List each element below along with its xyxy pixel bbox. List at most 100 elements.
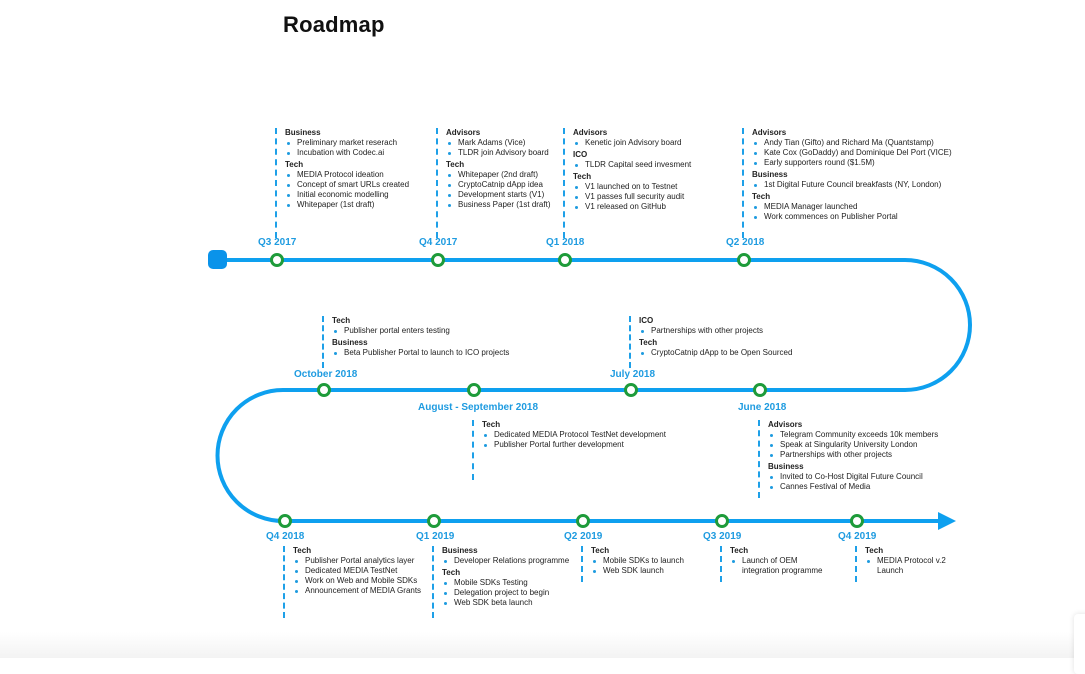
dashed-connector: [563, 128, 565, 238]
list-item: Mobile SDKs Testing: [442, 578, 569, 588]
section-heading: ICO: [573, 150, 588, 159]
dashed-connector: [275, 128, 277, 238]
milestone-label: August - September 2018: [418, 402, 539, 413]
roadmap-track: [208, 250, 972, 530]
section-heading: Tech: [332, 316, 351, 325]
bottom-band: [0, 632, 1085, 658]
milestone-node: [576, 514, 590, 528]
list-item: Developer Relations programme: [442, 556, 569, 566]
section-list: MEDIA Protocol v.2 Launch: [865, 556, 946, 576]
section-list: Beta Publisher Portal to launch to ICO p…: [332, 348, 509, 358]
section-list: TLDR Capital seed invesment: [573, 160, 691, 170]
section-heading: ICO: [639, 316, 654, 325]
milestone-label: Q2 2018: [726, 237, 765, 248]
list-item: Whitepaper (1st draft): [285, 200, 409, 210]
milestone-node: [737, 253, 751, 267]
list-item: Andy Tian (Gifto) and Richard Ma (Quants…: [752, 138, 952, 148]
milestone-label: Q4 2019: [838, 531, 877, 542]
dashed-connector: [742, 128, 744, 238]
milestone-node: [467, 383, 481, 397]
dashed-connector: [472, 420, 474, 480]
list-item: Invited to Co-Host Digital Future Counci…: [768, 472, 938, 482]
milestone-label: Q2 2019: [564, 531, 603, 542]
milestone-node: [850, 514, 864, 528]
section-list: Whitepaper (2nd draft)CryptoCatnip dApp …: [446, 170, 550, 210]
list-item: Launch of OEM integration programme: [730, 556, 822, 576]
section-heading: Tech: [285, 160, 304, 169]
milestone-node: [715, 514, 729, 528]
section-heading: Advisors: [446, 128, 481, 137]
list-item: Dedicated MEDIA TestNet: [293, 566, 421, 576]
section-list: Partnerships with other projects: [639, 326, 792, 336]
dashed-connector: [283, 546, 285, 618]
list-item: Announcement of MEDIA Grants: [293, 586, 421, 596]
track-start-marker: [208, 250, 227, 269]
list-item: Development starts (V1): [446, 190, 550, 200]
milestone-node: [317, 383, 331, 397]
list-item: MEDIA Protocol ideation: [285, 170, 409, 180]
section-heading: Business: [442, 546, 478, 555]
list-item: Work commences on Publisher Portal: [752, 212, 952, 222]
list-item: Delegation project to begin: [442, 588, 569, 598]
section-heading: Tech: [442, 568, 461, 577]
list-item: CryptoCatnip dApp idea: [446, 180, 550, 190]
list-item: Partnerships with other projects: [768, 450, 938, 460]
list-item: Dedicated MEDIA Protocol TestNet develop…: [482, 430, 666, 440]
list-item: Initial economic modelling: [285, 190, 409, 200]
list-item: TLDR join Advisory board: [446, 148, 550, 158]
dashed-connector: [720, 546, 722, 582]
section-heading: Business: [768, 462, 804, 471]
section-heading: Advisors: [768, 420, 803, 429]
list-item: Early supporters round ($1.5M): [752, 158, 952, 168]
list-item: 1st Digital Future Council breakfasts (N…: [752, 180, 952, 190]
list-item: Publisher portal enters testing: [332, 326, 509, 336]
section-list: Dedicated MEDIA Protocol TestNet develop…: [482, 430, 666, 450]
list-item: Whitepaper (2nd draft): [446, 170, 550, 180]
list-item: Kenetic join Advisory board: [573, 138, 691, 148]
list-item: V1 launched on to Testnet: [573, 182, 691, 192]
section-heading: Tech: [482, 420, 501, 429]
dashed-connector: [581, 546, 583, 582]
dashed-connector: [855, 546, 857, 582]
milestone-label: July 2018: [610, 369, 656, 380]
section-list: 1st Digital Future Council breakfasts (N…: [752, 180, 952, 190]
list-item: TLDR Capital seed invesment: [573, 160, 691, 170]
list-item: Beta Publisher Portal to launch to ICO p…: [332, 348, 509, 358]
milestone-label: Q4 2018: [266, 531, 305, 542]
section-list: Andy Tian (Gifto) and Richard Ma (Quants…: [752, 138, 952, 168]
list-item: Publisher Portal further development: [482, 440, 666, 450]
section-heading: Tech: [446, 160, 465, 169]
list-item: Partnerships with other projects: [639, 326, 792, 336]
milestone-label: Q1 2019: [416, 531, 455, 542]
section-list: Launch of OEM integration programme: [730, 556, 822, 576]
section-heading: Business: [285, 128, 321, 137]
section-heading: Business: [332, 338, 368, 347]
milestone-node: [624, 383, 638, 397]
list-item: Work on Web and Mobile SDKs: [293, 576, 421, 586]
milestone-label: Q1 2018: [546, 237, 585, 248]
section-heading: Tech: [865, 546, 884, 555]
section-list: Developer Relations programme: [442, 556, 569, 566]
list-item: Mobile SDKs to launch: [591, 556, 684, 566]
dashed-connector: [629, 316, 631, 368]
milestone-label: June 2018: [738, 402, 787, 413]
list-item: Concept of smart URLs created: [285, 180, 409, 190]
track-end-arrow: [938, 512, 956, 530]
list-item: V1 passes full security audit: [573, 192, 691, 202]
list-item: Publisher Portal analytics layer: [293, 556, 421, 566]
list-item: Kate Cox (GoDaddy) and Dominique Del Por…: [752, 148, 952, 158]
section-heading: Tech: [573, 172, 592, 181]
